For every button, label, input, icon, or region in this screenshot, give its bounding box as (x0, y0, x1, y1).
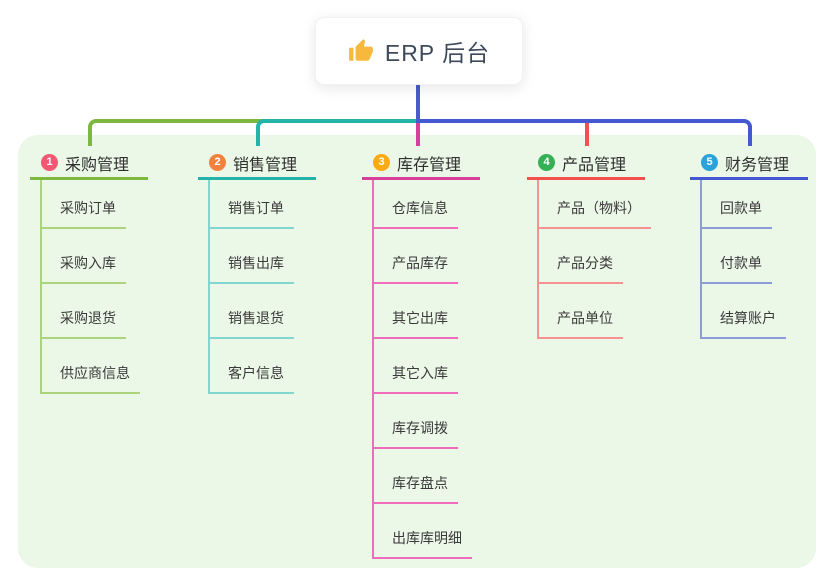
leaf-node-label[interactable]: 客户信息 (210, 363, 294, 394)
leaf-node-label[interactable]: 产品分类 (539, 253, 623, 284)
branch-number-badge: 2 (209, 154, 226, 171)
branch-children: 产品（物料） 产品分类产品单位 (537, 180, 657, 339)
leaf-node-label[interactable]: 采购退货 (42, 308, 126, 339)
branch-title: 库存管理 (397, 156, 462, 174)
connector-branch-1 (88, 119, 424, 146)
leaf-row: 采购退货 (42, 284, 160, 339)
branch-children: 回款单付款单结算账户 (700, 180, 820, 339)
leaf-row: 销售出库 (210, 229, 328, 284)
leaf-node-label[interactable]: 销售订单 (210, 198, 294, 229)
connector-branch-2 (256, 119, 424, 146)
leaf-row: 采购订单 (42, 180, 160, 229)
leaf-row: 产品库存 (374, 229, 492, 284)
branch-title: 财务管理 (725, 156, 790, 174)
leaf-row: 库存调拨 (374, 394, 492, 449)
leaf-node-label[interactable]: 采购订单 (42, 198, 126, 229)
leaf-row: 其它出库 (374, 284, 492, 339)
branch-header-1[interactable]: 1 采购管理 (30, 148, 148, 180)
branch-title: 销售管理 (233, 156, 298, 174)
leaf-node-label[interactable]: 供应商信息 (42, 363, 140, 394)
leaf-row: 产品分类 (539, 229, 657, 284)
branch-title: 采购管理 (65, 156, 130, 174)
leaf-row: 库存盘点 (374, 449, 492, 504)
leaf-node-label[interactable]: 其它入库 (374, 363, 458, 394)
leaf-row: 回款单 (702, 180, 820, 229)
leaf-node-label[interactable]: 回款单 (702, 198, 772, 229)
leaf-node-label[interactable]: 产品（物料） (539, 198, 651, 229)
branch-children: 仓库信息产品库存其它出库其它入库库存调拨库存盘点出库库明细 (372, 180, 492, 559)
leaf-row: 客户信息 (210, 339, 328, 394)
mindmap-background-panel (18, 135, 816, 568)
leaf-row: 采购入库 (42, 229, 160, 284)
leaf-row: 销售订单 (210, 180, 328, 229)
branch-number-badge: 4 (538, 154, 555, 171)
branch-header-4[interactable]: 4 产品管理 (527, 148, 645, 180)
leaf-node-label[interactable]: 销售退货 (210, 308, 294, 339)
leaf-node-label[interactable]: 库存盘点 (374, 473, 458, 504)
connector-branch-4 (585, 123, 589, 146)
branch-children: 采购订单采购入库采购退货供应商信息 (40, 180, 160, 394)
branch-node-1: 1 采购管理采购订单采购入库采购退货供应商信息 (30, 148, 160, 394)
branch-header-3[interactable]: 3 库存管理 (362, 148, 480, 180)
branch-number-badge: 3 (373, 154, 390, 171)
branch-node-5: 5 财务管理回款单付款单结算账户 (690, 148, 820, 339)
branch-node-2: 2 销售管理销售订单销售出库销售退货客户信息 (198, 148, 328, 394)
branch-header-2[interactable]: 2 销售管理 (198, 148, 316, 180)
leaf-row: 其它入库 (374, 339, 492, 394)
leaf-row: 付款单 (702, 229, 820, 284)
leaf-row: 出库库明细 (374, 504, 492, 559)
leaf-node-label[interactable]: 库存调拨 (374, 418, 458, 449)
branch-children: 销售订单销售出库销售退货客户信息 (208, 180, 328, 394)
branch-node-4: 4 产品管理产品（物料） 产品分类产品单位 (527, 148, 657, 339)
branch-header-5[interactable]: 5 财务管理 (690, 148, 808, 180)
connector-root-stem (416, 85, 420, 123)
leaf-node-label[interactable]: 产品单位 (539, 308, 623, 339)
root-node[interactable]: ERP 后台 (315, 17, 523, 85)
leaf-node-label[interactable]: 出库库明细 (374, 528, 472, 559)
leaf-row: 销售退货 (210, 284, 328, 339)
leaf-row: 产品（物料） (539, 180, 657, 229)
leaf-node-label[interactable]: 仓库信息 (374, 198, 458, 229)
leaf-node-label[interactable]: 结算账户 (702, 308, 786, 339)
leaf-node-label[interactable]: 销售出库 (210, 253, 294, 284)
branch-number-badge: 5 (701, 154, 718, 171)
branch-title: 产品管理 (562, 156, 627, 174)
connector-branch-5 (418, 119, 752, 146)
leaf-row: 仓库信息 (374, 180, 492, 229)
branch-node-3: 3 库存管理仓库信息产品库存其它出库其它入库库存调拨库存盘点出库库明细 (362, 148, 492, 559)
leaf-node-label[interactable]: 产品库存 (374, 253, 458, 284)
leaf-node-label[interactable]: 付款单 (702, 253, 772, 284)
thumbs-up-icon (348, 38, 374, 64)
connector-branch-3 (416, 123, 420, 146)
leaf-row: 结算账户 (702, 284, 820, 339)
root-node-label: ERP 后台 (384, 40, 491, 66)
leaf-node-label[interactable]: 其它出库 (374, 308, 458, 339)
leaf-row: 供应商信息 (42, 339, 160, 394)
leaf-node-label[interactable]: 采购入库 (42, 253, 126, 284)
leaf-row: 产品单位 (539, 284, 657, 339)
branch-number-badge: 1 (41, 154, 58, 171)
